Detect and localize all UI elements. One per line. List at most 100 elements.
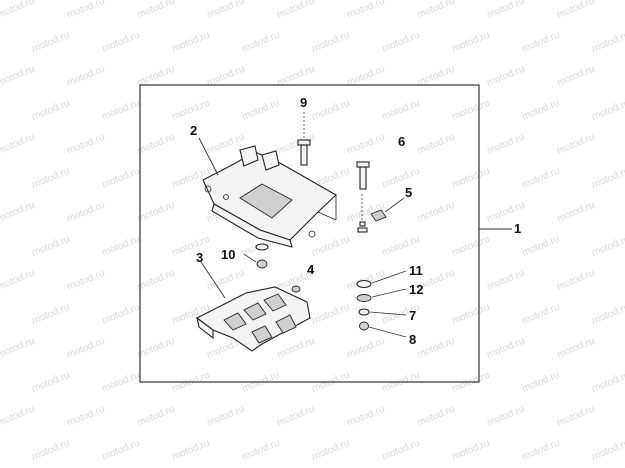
callout-6: 6 <box>398 134 405 149</box>
watermark-text: motod.ru <box>0 132 36 157</box>
watermark-text: motod.ru <box>381 98 422 123</box>
watermark-text: motod.ru <box>66 336 107 361</box>
watermark-text: motod.ru <box>416 336 457 361</box>
watermark-text: motod.ru <box>101 438 142 463</box>
watermark-text: motod.ru <box>31 30 72 55</box>
watermark-text: motod.ru <box>171 98 212 123</box>
part-bracket-plate <box>202 145 337 248</box>
part-washer-12 <box>356 294 372 302</box>
watermark-text: motod.ru <box>556 268 597 293</box>
leader-line-12 <box>371 288 407 298</box>
watermark-text: motod.ru <box>521 234 562 259</box>
watermark-text: motod.ru <box>416 132 457 157</box>
watermark-text: motod.ru <box>486 404 527 429</box>
watermark-text: motod.ru <box>101 166 142 191</box>
watermark-text: motod.ru <box>521 370 562 395</box>
watermark-text: motod.ru <box>31 438 72 463</box>
watermark-text: motod.ru <box>521 438 562 463</box>
watermark-text: motod.ru <box>206 132 247 157</box>
watermark-text: motod.ru <box>346 404 387 429</box>
part-bolt-6 <box>356 161 370 190</box>
part-nut-4 <box>291 285 301 293</box>
callout-4: 4 <box>307 262 315 277</box>
watermark-text: motod.ru <box>136 404 177 429</box>
part-washer-7 <box>358 308 370 316</box>
watermark-text: motod.ru <box>0 64 36 89</box>
watermark-text: motod.ru <box>101 98 142 123</box>
watermark-text: motod.ru <box>451 30 492 55</box>
leader-line-11 <box>371 270 407 284</box>
watermark-text: motod.ru <box>416 0 457 21</box>
watermark-text: motod.ru <box>0 268 36 293</box>
watermark-text: motod.ru <box>136 200 177 225</box>
watermark-text: motod.ru <box>101 370 142 395</box>
leader-line-5 <box>384 197 405 213</box>
watermark-text: motod.ru <box>451 98 492 123</box>
watermark-text: motod.ru <box>556 64 597 89</box>
watermark-text: motod.ru <box>311 98 352 123</box>
watermark-text: motod.ru <box>486 64 527 89</box>
watermark-text: motod.ru <box>206 0 247 21</box>
watermark-text: motod.ru <box>0 0 36 21</box>
watermark-text: motod.ru <box>101 302 142 327</box>
part-nut-5 <box>370 209 387 222</box>
watermark-text: motod.ru <box>276 0 317 21</box>
leader-line-10 <box>243 253 257 263</box>
watermark-text: motod.ru <box>66 200 107 225</box>
watermark-text: motod.ru <box>486 0 527 21</box>
leader-line-8 <box>368 326 407 338</box>
watermark-text: motod.ru <box>591 98 625 123</box>
watermark-text: motod.ru <box>31 234 72 259</box>
watermark-text: motod.ru <box>136 132 177 157</box>
callout-3: 3 <box>196 250 203 265</box>
watermark-text: motod.ru <box>101 30 142 55</box>
watermark-text: motod.ru <box>521 98 562 123</box>
watermark-text: motod.ru <box>311 30 352 55</box>
watermark-text: motod.ru <box>171 234 212 259</box>
watermark-text: motod.ru <box>171 30 212 55</box>
watermark-text: motod.ru <box>591 438 625 463</box>
watermark-text: motod.ru <box>591 370 625 395</box>
watermark-text: motod.ru <box>591 302 625 327</box>
watermark-text: motod.ru <box>136 336 177 361</box>
watermark-text: motod.ru <box>381 30 422 55</box>
watermark-text: motod.ru <box>206 268 247 293</box>
watermark-text: motod.ru <box>346 0 387 21</box>
callout-8: 8 <box>409 332 416 347</box>
watermark-text: motod.ru <box>556 0 597 21</box>
part-washer-11 <box>356 279 372 289</box>
leader-line-2 <box>198 137 219 176</box>
watermark-text: motod.ru <box>556 132 597 157</box>
watermark-text: motod.ru <box>416 200 457 225</box>
watermark-text: motod.ru <box>451 234 492 259</box>
watermark-text: motod.ru <box>381 166 422 191</box>
watermark-text: motod.ru <box>31 302 72 327</box>
callout-11: 11 <box>409 263 423 278</box>
watermark-text: motod.ru <box>556 336 597 361</box>
watermark-text: motod.ru <box>101 234 142 259</box>
part-washer-10 <box>255 243 269 269</box>
watermark-text: motod.ru <box>556 404 597 429</box>
watermark-text: motod.ru <box>451 438 492 463</box>
watermark-text: motod.ru <box>486 268 527 293</box>
watermark-text: motod.ru <box>486 132 527 157</box>
watermark-text: motod.ru <box>276 336 317 361</box>
watermark-text: motod.ru <box>556 200 597 225</box>
watermark-text: motod.ru <box>31 370 72 395</box>
leader-line-7 <box>369 311 407 316</box>
part-skid-plate <box>195 286 311 352</box>
watermark-text: motod.ru <box>31 166 72 191</box>
watermark-text: motod.ru <box>241 30 282 55</box>
watermark-text: motod.ru <box>486 336 527 361</box>
watermark-text: motod.ru <box>0 404 36 429</box>
watermark-text: motod.ru <box>66 268 107 293</box>
watermark-text: motod.ru <box>591 30 625 55</box>
watermark-text: motod.ru <box>346 132 387 157</box>
watermark-text: motod.ru <box>416 404 457 429</box>
watermark-text: motod.ru <box>206 404 247 429</box>
watermark-text: motod.ru <box>136 0 177 21</box>
watermark-text: motod.ru <box>311 302 352 327</box>
assembly-frame <box>139 84 480 383</box>
